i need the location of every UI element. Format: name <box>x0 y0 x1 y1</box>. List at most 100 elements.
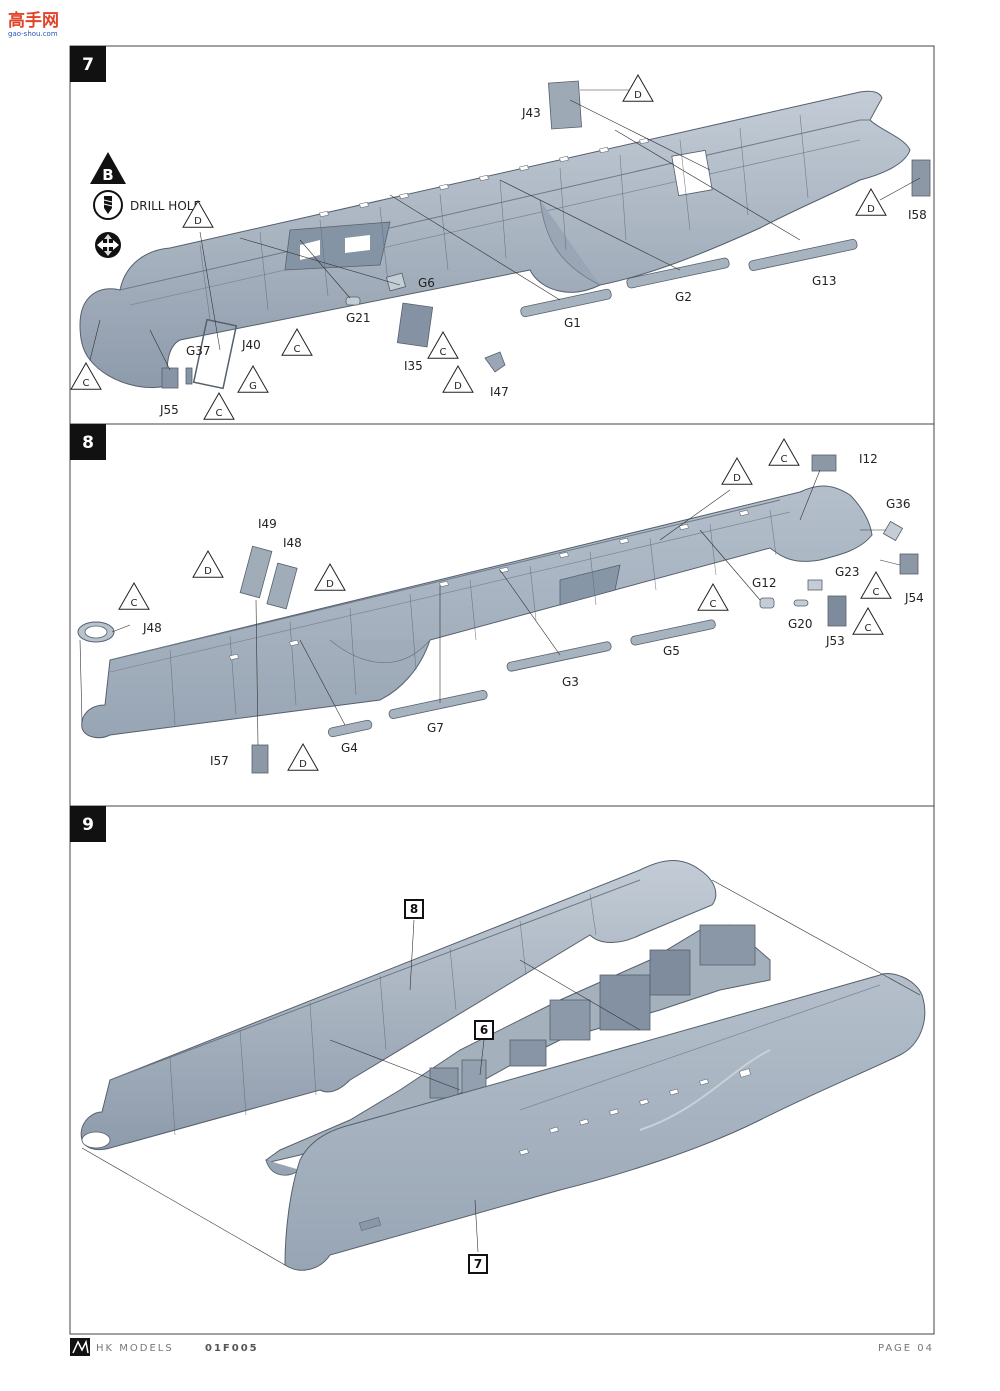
part-label-g13: G13 <box>812 274 837 288</box>
glue-callout-d: D <box>622 73 654 102</box>
callout-letter: C <box>216 408 223 419</box>
glue-callout-c: C <box>70 361 102 390</box>
footer-code: 01F005 <box>205 1343 259 1354</box>
part-label-g20: G20 <box>788 617 813 631</box>
step7-leader-lines <box>89 89 921 371</box>
part-label-i58: I58 <box>908 208 927 222</box>
callout-letter: D <box>299 759 307 770</box>
part-label-j54: J54 <box>904 591 924 605</box>
glue-callout-d: D <box>314 562 346 591</box>
part-label-g4: G4 <box>341 741 358 755</box>
callout-letter: C <box>131 598 138 609</box>
part-label-g2: G2 <box>675 290 692 304</box>
callout-letter: D <box>634 90 642 101</box>
callout-triangle <box>852 606 884 635</box>
callout-letter: C <box>710 599 717 610</box>
step-number: 8 <box>82 433 94 453</box>
glue-callout-d: D <box>287 742 319 771</box>
glue-callout-d: D <box>182 199 214 228</box>
cement-b-icon: B <box>90 152 126 184</box>
align-arrows-icon <box>95 232 121 258</box>
step9-fuselage-lower <box>284 973 926 1271</box>
part-label-g3: G3 <box>562 675 579 689</box>
part-label-j55: J55 <box>159 403 179 417</box>
step-9-badge: 9 <box>70 806 106 842</box>
callout-triangle <box>442 364 474 393</box>
callout-triangle <box>237 364 269 393</box>
glue-callout-c: C <box>118 581 150 610</box>
part-label-j48: J48 <box>142 621 162 635</box>
glue-callout-d: D <box>192 549 224 578</box>
callout-triangle <box>281 327 313 356</box>
site-logo: 高手网 gao-shou.com <box>8 10 59 38</box>
part-label-g7: G7 <box>427 721 444 735</box>
step7-parts <box>161 80 931 390</box>
callout-triangle <box>287 742 319 771</box>
part-label-g21: G21 <box>346 311 371 325</box>
callout-letter: C <box>294 344 301 355</box>
callout-letter: C <box>781 454 788 465</box>
glue-callout-c: C <box>281 327 313 356</box>
callout-letter: D <box>194 216 202 227</box>
part-label-i57: I57 <box>210 754 229 768</box>
part-label-i49: I49 <box>258 517 277 531</box>
page-frame <box>69 45 935 1335</box>
part-label-i47: I47 <box>490 385 509 399</box>
callout-letter: C <box>873 587 880 598</box>
part-label-g6: G6 <box>418 276 435 290</box>
part-label-i48: I48 <box>283 536 302 550</box>
callout-triangle <box>314 562 346 591</box>
step9-leader-lines <box>81 879 921 1266</box>
glue-callout-d: D <box>855 187 887 216</box>
glue-callout-c: C <box>203 391 235 420</box>
part-label-j40: J40 <box>241 338 261 352</box>
callout-triangle <box>860 570 892 599</box>
callout-letter: C <box>83 378 90 389</box>
step9-fuselage-upper <box>80 860 717 1151</box>
glue-callout-c: C <box>697 582 729 611</box>
glue-callout-g: G <box>237 364 269 393</box>
step-ref-box <box>474 1020 494 1040</box>
part-label-g1: G1 <box>564 316 581 330</box>
fuselage-right-half <box>81 485 873 739</box>
step8-leader-lines <box>79 469 901 746</box>
site-logo-subtext: gao-shou.com <box>8 30 58 38</box>
glue-callout-d: D <box>442 364 474 393</box>
footer-page: PAGE 04 <box>878 1343 934 1354</box>
part-label-j43: J43 <box>521 106 541 120</box>
callout-letter: D <box>204 566 212 577</box>
part-label-g5: G5 <box>663 644 680 658</box>
callout-triangle <box>427 330 459 359</box>
callout-triangle <box>182 199 214 228</box>
callout-letter: D <box>326 579 334 590</box>
step-number: 7 <box>82 55 94 75</box>
callout-letter: D <box>733 473 741 484</box>
step-ref-7: 7 <box>468 1254 488 1274</box>
glue-callout-c: C <box>860 570 892 599</box>
step-7-badge: 7 <box>70 46 106 82</box>
step9-cockpit-floor <box>265 924 771 1176</box>
callout-letter: G <box>249 381 257 392</box>
step-number: 9 <box>82 815 94 835</box>
part-label-g36: G36 <box>886 497 911 511</box>
part-label-j53: J53 <box>825 634 845 648</box>
callout-triangle <box>768 437 800 466</box>
callout-triangle <box>70 361 102 390</box>
callout-letter: C <box>440 347 447 358</box>
step-ref-box <box>404 899 424 919</box>
callout-triangle <box>855 187 887 216</box>
step-ref-8: 8 <box>404 899 424 919</box>
callout-letter: C <box>865 623 872 634</box>
step-ref-6: 6 <box>474 1020 494 1040</box>
part-label-g23: G23 <box>835 565 860 579</box>
part-label-i35: I35 <box>404 359 423 373</box>
callout-triangle <box>697 582 729 611</box>
site-logo-text: 高手网 <box>8 10 59 31</box>
part-label-g37: G37 <box>186 344 211 358</box>
callout-triangle <box>192 549 224 578</box>
footer-brand: HK MODELS <box>96 1343 174 1354</box>
callout-triangle <box>203 391 235 420</box>
glue-callout-c: C <box>852 606 884 635</box>
